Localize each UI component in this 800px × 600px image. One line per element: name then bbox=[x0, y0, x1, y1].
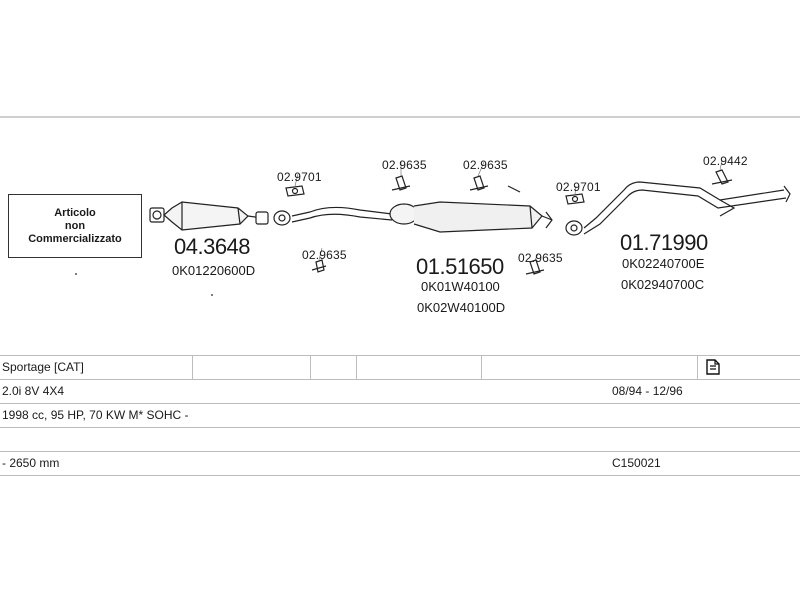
hanger-a7 bbox=[711, 169, 733, 185]
oe-number-rear-2: 0K02940700C bbox=[621, 277, 705, 292]
rear-silencer bbox=[583, 181, 791, 235]
accessory-label-a4[interactable]: 02.9635 bbox=[463, 158, 508, 172]
hanger-a2 bbox=[311, 259, 327, 273]
hanger-a5 bbox=[525, 259, 545, 275]
table-row-model: Sportage [CAT] bbox=[0, 355, 800, 380]
gasket-2 bbox=[565, 220, 583, 236]
production-years: 08/94 - 12/96 bbox=[612, 384, 683, 398]
model-name: Sportage [CAT] bbox=[2, 360, 84, 374]
front-flange bbox=[149, 207, 165, 223]
part-number-middle[interactable]: 01.51650 bbox=[416, 254, 504, 279]
note-line-2: non bbox=[64, 219, 86, 232]
oe-number-rear-1: 0K02240700E bbox=[622, 256, 705, 271]
table-row-spec: 1998 cc, 95 HP, 70 KW M* SOHC - bbox=[0, 404, 800, 428]
hanger-a1 bbox=[285, 185, 305, 197]
oe-number-middle-1: 0K01W40100 bbox=[421, 279, 500, 294]
accessory-label-a3[interactable]: 02.9635 bbox=[382, 158, 427, 172]
exhaust-drawing bbox=[75, 159, 791, 296]
catalytic-converter bbox=[163, 201, 269, 231]
table-row-empty bbox=[0, 428, 800, 452]
part-number-cat[interactable]: 04.3648 bbox=[174, 234, 251, 259]
engine-info: 2.0i 8V 4X4 bbox=[2, 384, 65, 398]
hanger-a6 bbox=[565, 193, 585, 205]
not-available-note: Articolo non Commercializzato bbox=[8, 194, 142, 258]
vehicle-info-table: Sportage [CAT] 2.0i 8V 4X4 08/94 - 12/96… bbox=[0, 355, 800, 476]
catalogue-code: C150021 bbox=[612, 456, 661, 470]
oe-number-middle-2: 0K02W40100D bbox=[417, 300, 506, 315]
intermediate-pipe bbox=[291, 206, 393, 217]
middle-silencer bbox=[389, 185, 553, 233]
top-border bbox=[0, 116, 800, 118]
oe-number-cat-1: 0K01220600D bbox=[172, 263, 256, 278]
table-row-engine: 2.0i 8V 4X4 08/94 - 12/96 bbox=[0, 380, 800, 404]
accessory-label-a6[interactable]: 02.9701 bbox=[556, 180, 601, 194]
accessory-label-a2[interactable]: 02.9635 bbox=[302, 248, 347, 262]
accessory-label-a7[interactable]: 02.9442 bbox=[703, 154, 748, 168]
document-icon[interactable] bbox=[706, 359, 720, 375]
gasket-1 bbox=[273, 210, 291, 226]
part-number-rear[interactable]: 01.71990 bbox=[620, 230, 708, 255]
accessory-label-a5[interactable]: 02.9635 bbox=[518, 251, 563, 265]
wheelbase: - 2650 mm bbox=[2, 456, 60, 470]
exhaust-diagram: Articolo non Commercializzato 02.9701 02… bbox=[0, 120, 800, 355]
hanger-a4 bbox=[469, 175, 489, 191]
accessory-label-a1[interactable]: 02.9701 bbox=[277, 170, 322, 184]
hanger-a3 bbox=[391, 175, 411, 191]
table-row-wheelbase: - 2650 mm C150021 bbox=[0, 452, 800, 476]
note-line-1: Articolo bbox=[54, 206, 96, 219]
engine-spec: 1998 cc, 95 HP, 70 KW M* SOHC - bbox=[2, 408, 189, 422]
note-line-3: Commercializzato bbox=[28, 232, 122, 245]
